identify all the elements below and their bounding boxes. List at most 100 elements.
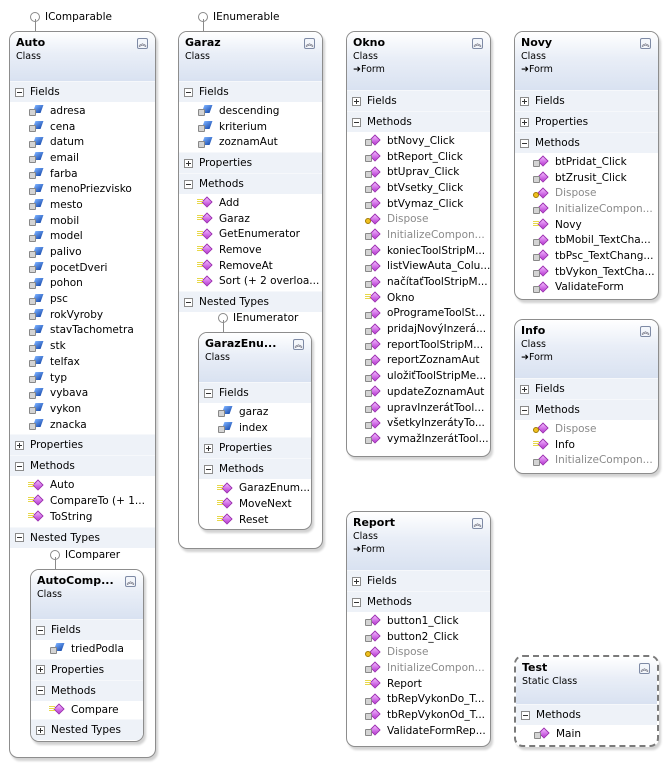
section-fields[interactable]: Fields (347, 570, 490, 591)
method-item[interactable]: tbVykon_TextCha... (515, 264, 658, 280)
plus-box-icon[interactable] (520, 117, 529, 127)
class-autocomparer[interactable]: AutoComp... Class ︽ Fields triedPodla Pr… (30, 569, 144, 742)
plus-box-icon[interactable] (520, 96, 529, 106)
method-item[interactable]: Reset (199, 512, 311, 528)
method-item[interactable]: Dispose (347, 211, 490, 227)
field-item[interactable]: mesto (10, 197, 155, 213)
base-class[interactable]: ➜Form (521, 351, 652, 365)
base-class[interactable]: ➜Form (521, 63, 652, 77)
base-class[interactable]: ➜Form (353, 543, 484, 557)
field-item[interactable]: stavTachometra (10, 323, 155, 339)
field-item[interactable]: zoznamAut (179, 134, 322, 150)
class-info[interactable]: Info Class ➜Form ︽ Fields Methods Dispos… (514, 319, 659, 474)
method-item[interactable]: načítaťToolStripM... (347, 274, 490, 290)
method-item[interactable]: oProgrameToolSt... (347, 306, 490, 322)
double-chevron-up-icon[interactable]: ︽ (125, 576, 136, 587)
minus-box-icon[interactable] (520, 405, 529, 415)
double-chevron-up-icon[interactable]: ︽ (304, 38, 315, 49)
method-item[interactable]: Okno (347, 290, 490, 306)
method-item[interactable]: tbRepVykonOd_T... (347, 707, 490, 723)
field-item[interactable]: rokVyroby (10, 307, 155, 323)
section-fields[interactable]: Fields (515, 90, 658, 111)
plus-box-icon[interactable] (204, 443, 213, 453)
section-methods[interactable]: Methods (10, 455, 155, 477)
field-item[interactable]: email (10, 150, 155, 166)
section-properties[interactable]: Properties (10, 434, 155, 456)
method-item[interactable]: ValidateForm (515, 280, 658, 296)
minus-box-icon[interactable] (36, 686, 45, 696)
minus-box-icon[interactable] (352, 597, 361, 607)
class-header[interactable]: Okno Class ➜Form ︽ (347, 32, 490, 90)
method-item[interactable]: listViewAuta_Colu... (347, 259, 490, 275)
field-item[interactable]: psc (10, 291, 155, 307)
method-item[interactable]: btVymaz_Click (347, 196, 490, 212)
field-item[interactable]: pohon (10, 276, 155, 292)
method-item[interactable]: Remove (179, 242, 322, 258)
class-header[interactable]: Auto Class ︽ (10, 32, 155, 81)
field-item[interactable]: kriterium (179, 119, 322, 135)
minus-box-icon[interactable] (15, 461, 24, 471)
method-item[interactable]: GarazEnum... (199, 480, 311, 496)
field-item[interactable]: triedPodla (31, 641, 143, 657)
field-item[interactable]: vybava (10, 385, 155, 401)
field-item[interactable]: farba (10, 166, 155, 182)
method-item[interactable]: Dispose (515, 421, 658, 437)
field-item[interactable]: typ (10, 370, 155, 386)
method-item[interactable]: button1_Click (347, 613, 490, 629)
section-nested-types[interactable]: Nested Types (31, 719, 143, 741)
method-item[interactable]: Compare (31, 702, 143, 718)
method-item[interactable]: InitializeCompon... (347, 227, 490, 243)
section-properties[interactable]: Properties (199, 437, 311, 459)
field-item[interactable]: garaz (199, 404, 311, 420)
method-item[interactable]: upravInzerátTool... (347, 400, 490, 416)
field-item[interactable]: stk (10, 338, 155, 354)
method-item[interactable]: tbMobil_TextCha... (515, 232, 658, 248)
minus-box-icon[interactable] (352, 117, 361, 127)
minus-box-icon[interactable] (15, 87, 24, 97)
class-header[interactable]: GarazEnu... Class ︽ (199, 333, 311, 382)
section-methods[interactable]: Methods (516, 704, 657, 725)
minus-box-icon[interactable] (204, 388, 213, 398)
minus-box-icon[interactable] (184, 87, 193, 97)
method-item[interactable]: uložiťToolStripMe... (347, 368, 490, 384)
field-item[interactable]: vykon (10, 401, 155, 417)
field-item[interactable]: index (199, 420, 311, 436)
section-nested-types[interactable]: Nested Types (179, 291, 322, 313)
section-properties[interactable]: Properties (179, 152, 322, 174)
method-item[interactable]: button2_Click (347, 629, 490, 645)
plus-box-icon[interactable] (352, 96, 361, 106)
section-fields[interactable]: Fields (31, 619, 143, 640)
method-item[interactable]: btReport_Click (347, 149, 490, 165)
method-item[interactable]: btUprav_Click (347, 164, 490, 180)
field-item[interactable]: menoPriezvisko (10, 181, 155, 197)
method-item[interactable]: Auto (10, 477, 155, 493)
field-item[interactable]: adresa (10, 103, 155, 119)
field-item[interactable]: datum (10, 134, 155, 150)
class-header[interactable]: Garaz Class ︽ (179, 32, 322, 81)
method-item[interactable]: Sort (+ 2 overloa... (179, 274, 322, 290)
double-chevron-up-icon[interactable]: ︽ (472, 38, 483, 49)
method-item[interactable]: Dispose (515, 185, 658, 201)
base-class[interactable]: ➜Form (353, 63, 484, 77)
plus-box-icon[interactable] (520, 384, 529, 394)
class-header[interactable]: Report Class ➜Form ︽ (347, 512, 490, 570)
field-item[interactable]: znacka (10, 417, 155, 433)
method-item[interactable]: Main (516, 726, 657, 742)
plus-box-icon[interactable] (184, 158, 193, 168)
class-test[interactable]: Test Static Class ︽ Methods Main (514, 655, 659, 747)
section-fields[interactable]: Fields (199, 382, 311, 403)
method-item[interactable]: reportZoznamAut (347, 353, 490, 369)
method-item[interactable]: GetEnumerator (179, 226, 322, 242)
method-item[interactable]: Novy (515, 217, 658, 233)
field-item[interactable]: palivo (10, 244, 155, 260)
field-item[interactable]: cena (10, 119, 155, 135)
method-item[interactable]: CompareTo (+ 1... (10, 493, 155, 509)
method-item[interactable]: RemoveAt (179, 258, 322, 274)
class-okno[interactable]: Okno Class ➜Form ︽ Fields Methods btNovy… (346, 31, 491, 457)
section-methods[interactable]: Methods (179, 173, 322, 195)
field-item[interactable]: model (10, 229, 155, 245)
section-nested-types[interactable]: Nested Types (10, 526, 155, 548)
section-methods[interactable]: Methods (347, 111, 490, 132)
class-header[interactable]: Novy Class ➜Form ︽ (515, 32, 658, 90)
section-fields[interactable]: Fields (515, 378, 658, 399)
